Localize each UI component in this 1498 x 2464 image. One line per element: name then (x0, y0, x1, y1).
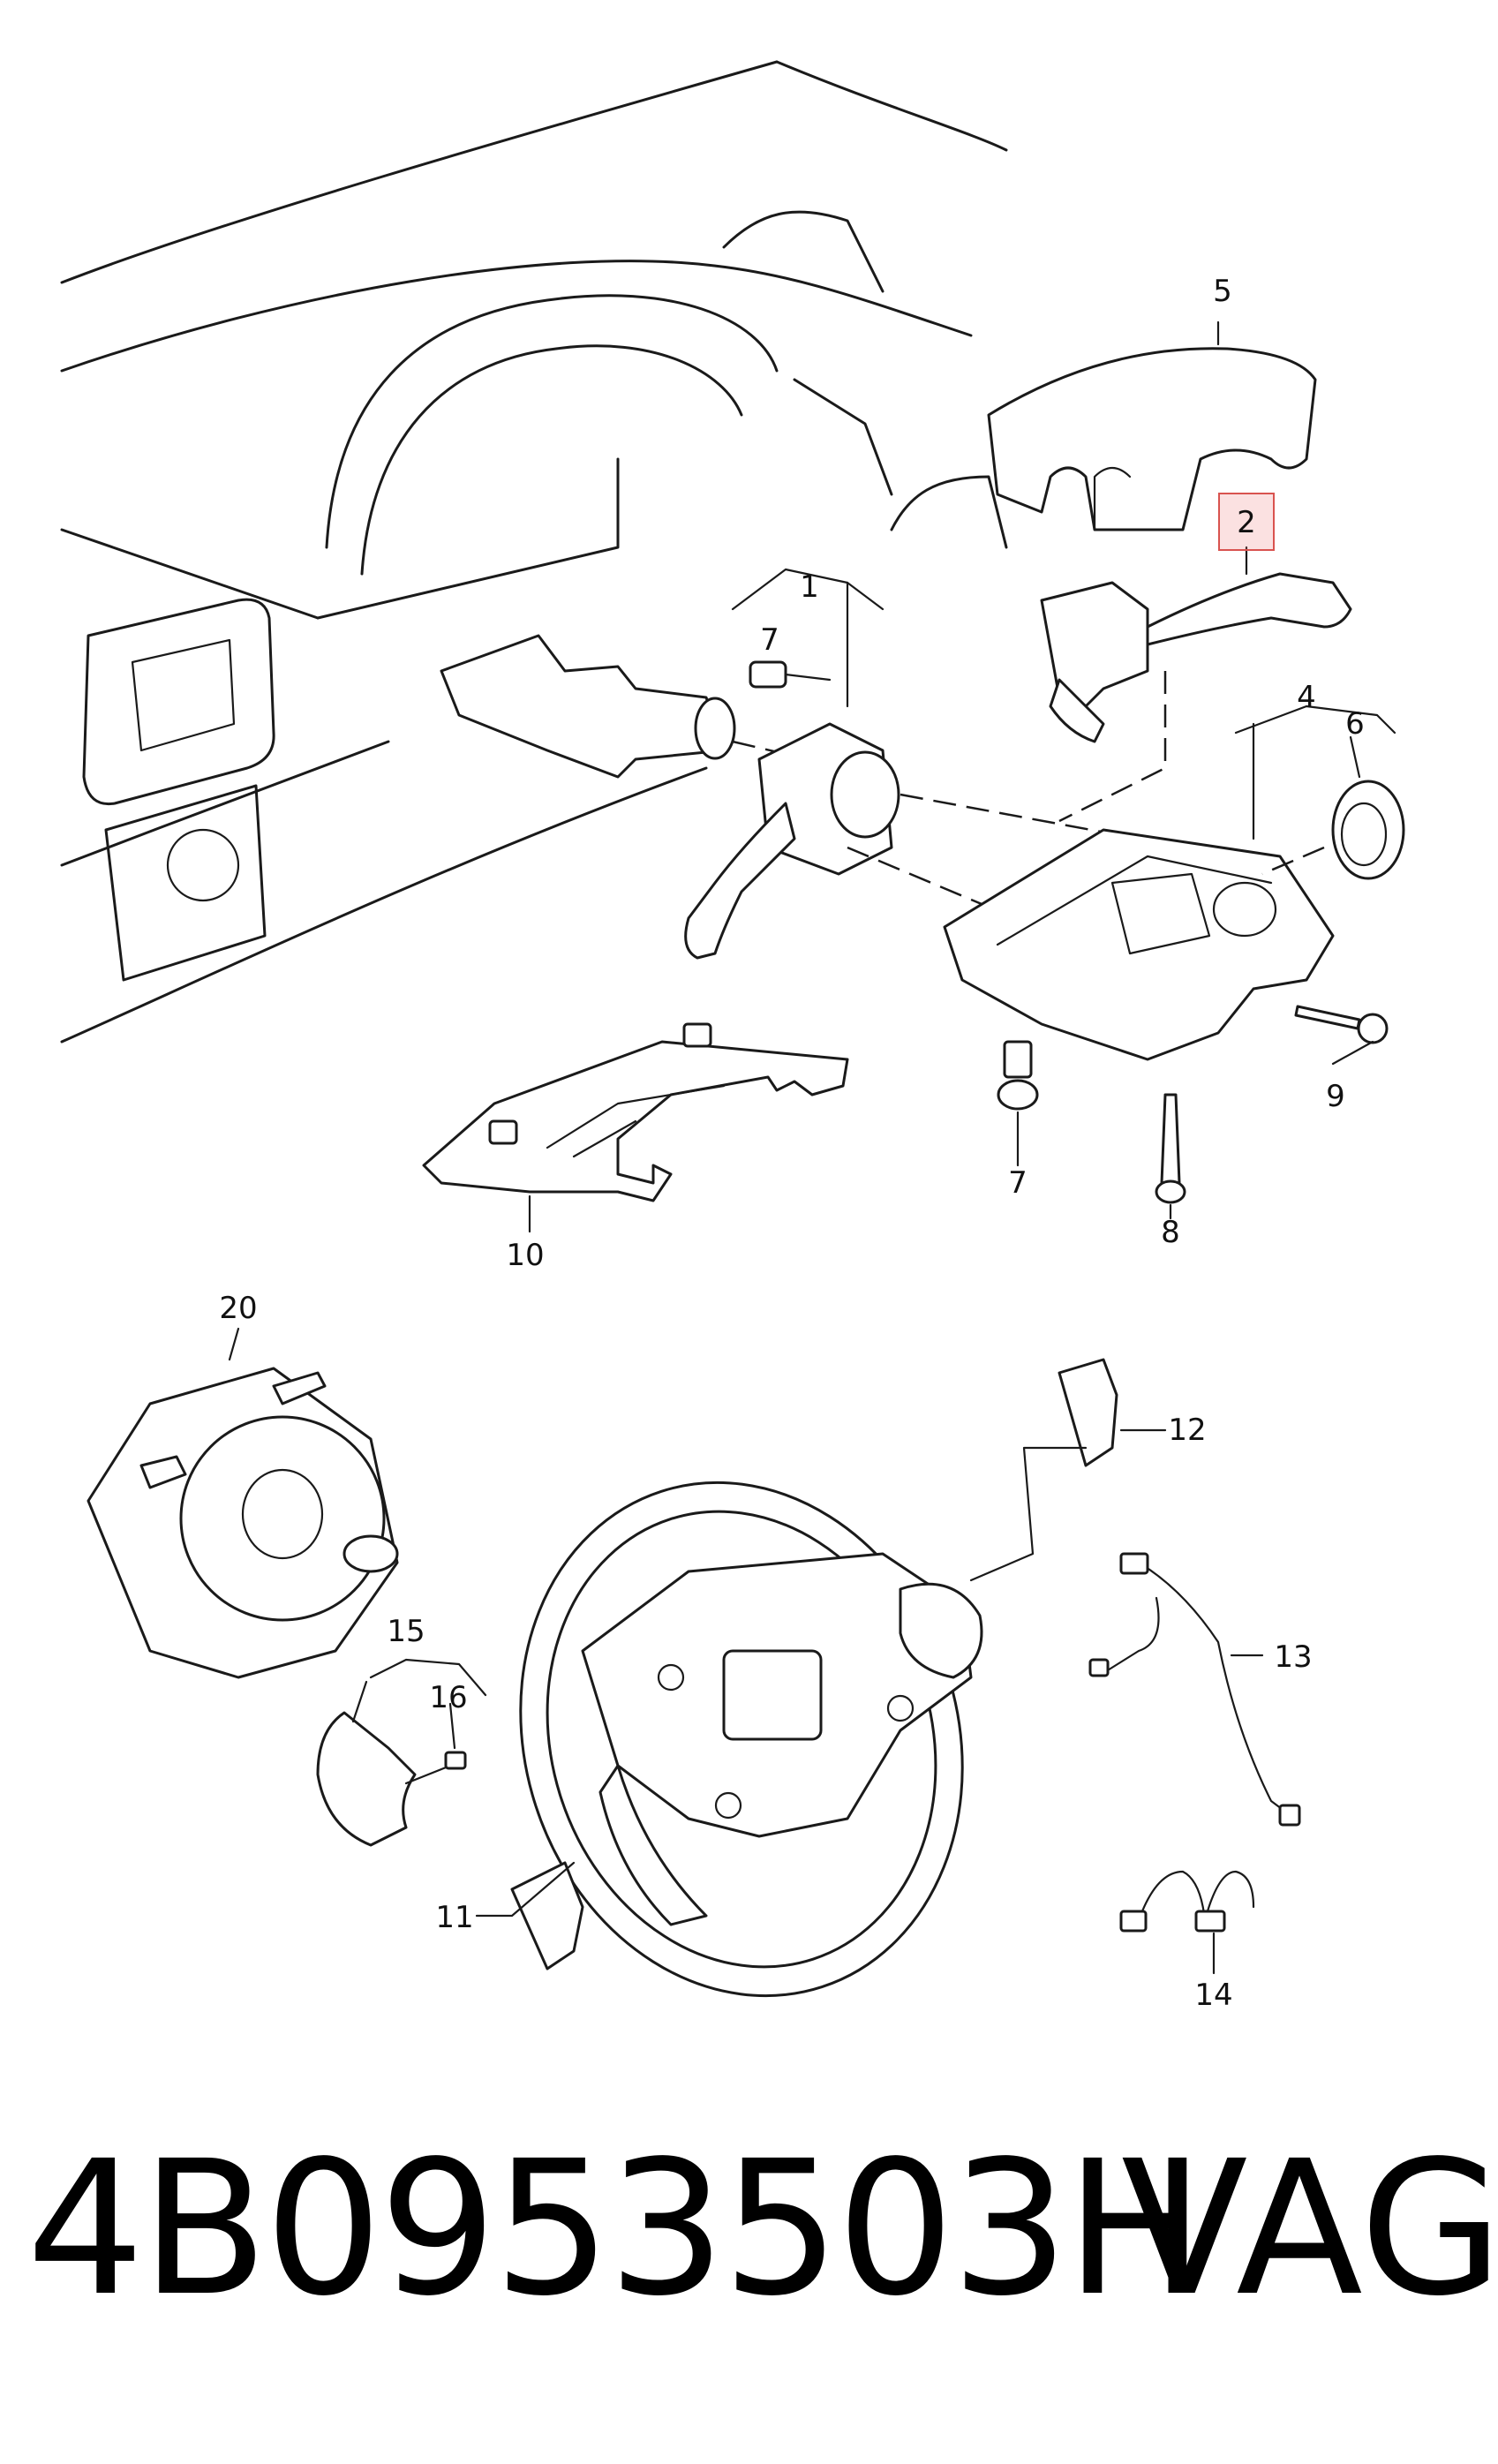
bolt-7-upper (749, 660, 832, 689)
callout-8: 8 (1161, 1215, 1180, 1250)
screw-9 (1294, 1005, 1389, 1044)
callout-10: 10 (506, 1238, 545, 1273)
ring-6 (1261, 780, 1405, 880)
wiring-harness-13 (1088, 1552, 1301, 1827)
column-cover-5 (987, 347, 1317, 531)
button-12 (1058, 1358, 1118, 1467)
callout-7-lower: 7 (1008, 1165, 1028, 1201)
brand-name: VAG (1121, 2121, 1498, 2337)
column-cover-4 (943, 828, 1335, 1061)
callout-9: 9 (1326, 1079, 1345, 1114)
callout-4: 4 (1297, 680, 1316, 715)
highlight-box (1218, 493, 1275, 551)
callout-11: 11 (435, 1900, 474, 1935)
callout-1: 1 (800, 569, 819, 605)
callout-14: 14 (1194, 1978, 1233, 2013)
callout-12: 12 (1168, 1413, 1207, 1448)
callout-13: 13 (1274, 1639, 1313, 1675)
steering-wheel (519, 1481, 983, 1998)
bracket-10 (422, 1022, 849, 1202)
screw-8 (1155, 1093, 1186, 1204)
callout-5: 5 (1213, 274, 1232, 309)
wiper-switch-2 (1040, 572, 1352, 823)
wiring-harness-14 (1119, 1870, 1255, 1933)
callout-6: 6 (1345, 706, 1365, 742)
callout-15: 15 (387, 1614, 425, 1649)
footer: 4B0953503H VAG (0, 2136, 1498, 2401)
callout-20: 20 (219, 1291, 258, 1326)
part-number: 4B0953503H (26, 2121, 1205, 2337)
clock-spring-20 (87, 1367, 399, 1679)
callout-16: 16 (429, 1680, 468, 1715)
bolt-7-lower (997, 1040, 1039, 1111)
dashboard-outline (60, 60, 1008, 1044)
cover-15 (316, 1711, 467, 1847)
button-11 (510, 1861, 584, 1970)
exploded-view-drawing (60, 60, 1405, 1998)
callout-2: 2 (1237, 505, 1256, 540)
leader-lines (228, 320, 1396, 1975)
callout-7-upper: 7 (760, 622, 779, 658)
